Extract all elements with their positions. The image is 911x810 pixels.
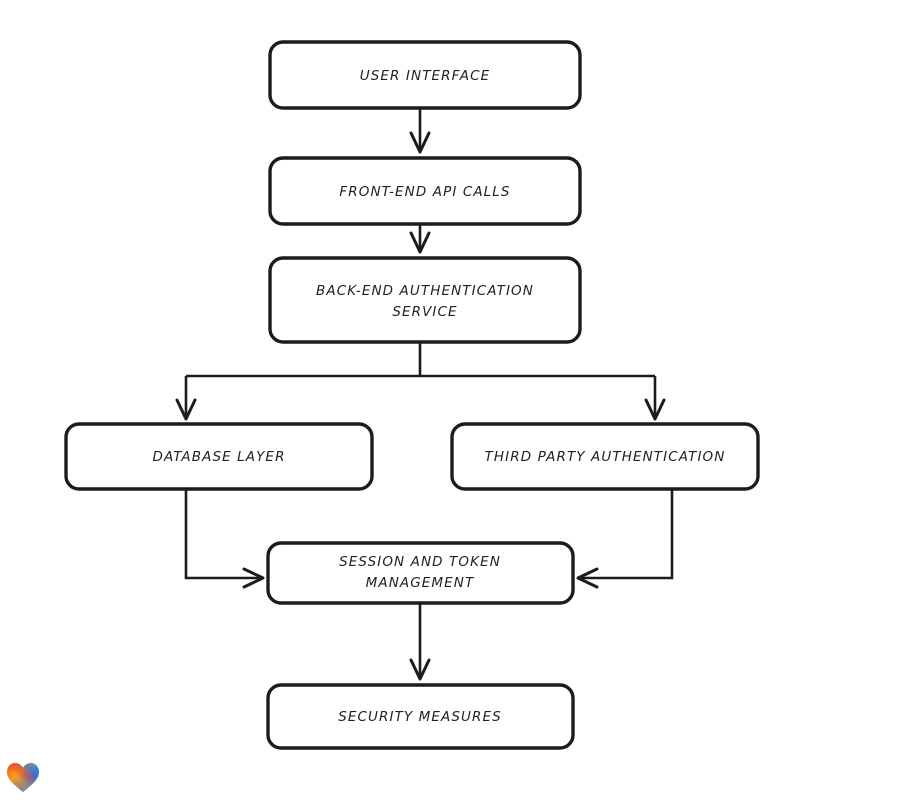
node-box-user-interface[interactable] [268, 40, 582, 110]
node-label-session-and-token-management-line2: MANAGEMENT [366, 575, 475, 591]
node-box-session-and-token-management[interactable] [266, 541, 575, 605]
node-label-back-end-authentication-service-line2: SERVICE [392, 304, 457, 320]
node-label-back-end-authentication-service-line1: BACK-END AUTHENTICATION [316, 283, 534, 299]
edge-backend-to-thirdparty [644, 376, 666, 421]
node-box-third-party-authentication[interactable] [450, 422, 760, 491]
edge-database-to-session [184, 489, 265, 589]
node-session-and-token-management[interactable]: SESSION AND TOKEN MANAGEMENT [266, 541, 575, 605]
node-third-party-authentication[interactable]: THIRD PARTY AUTHENTICATION [450, 422, 760, 491]
edge-thirdparty-to-session [576, 489, 674, 589]
node-label-front-end-api-calls: FRONT-END API CALLS [339, 184, 510, 200]
node-layer: USER INTERFACE FRONT-END API CALLS BACK-… [64, 40, 760, 750]
node-label-user-interface: USER INTERFACE [360, 68, 490, 84]
edge-session-to-security [409, 603, 431, 681]
node-box-front-end-api-calls[interactable] [268, 156, 582, 226]
node-label-session-and-token-management-line1: SESSION AND TOKEN [339, 554, 501, 570]
node-database-layer[interactable]: DATABASE LAYER [64, 422, 374, 491]
node-front-end-api-calls[interactable]: FRONT-END API CALLS [268, 156, 582, 226]
node-security-measures[interactable]: SECURITY MEASURES [266, 683, 575, 750]
heart-shape-overlay [7, 763, 39, 792]
edge-layer [175, 108, 674, 681]
node-label-third-party-authentication: THIRD PARTY AUTHENTICATION [485, 449, 726, 465]
node-box-database-layer[interactable] [64, 422, 374, 491]
node-box-back-end-authentication-service[interactable] [268, 256, 582, 344]
edge-backend-to-database [175, 376, 197, 421]
edge-backend-split-bus [186, 342, 655, 378]
heart-icon [7, 763, 39, 792]
node-user-interface[interactable]: USER INTERFACE [268, 40, 582, 110]
node-label-database-layer: DATABASE LAYER [152, 449, 285, 465]
edge-api-to-backend [409, 224, 431, 254]
node-back-end-authentication-service[interactable]: BACK-END AUTHENTICATION SERVICE [268, 256, 582, 344]
edge-ui-to-api [409, 108, 431, 154]
node-box-security-measures[interactable] [266, 683, 575, 750]
node-label-security-measures: SECURITY MEASURES [338, 709, 502, 725]
